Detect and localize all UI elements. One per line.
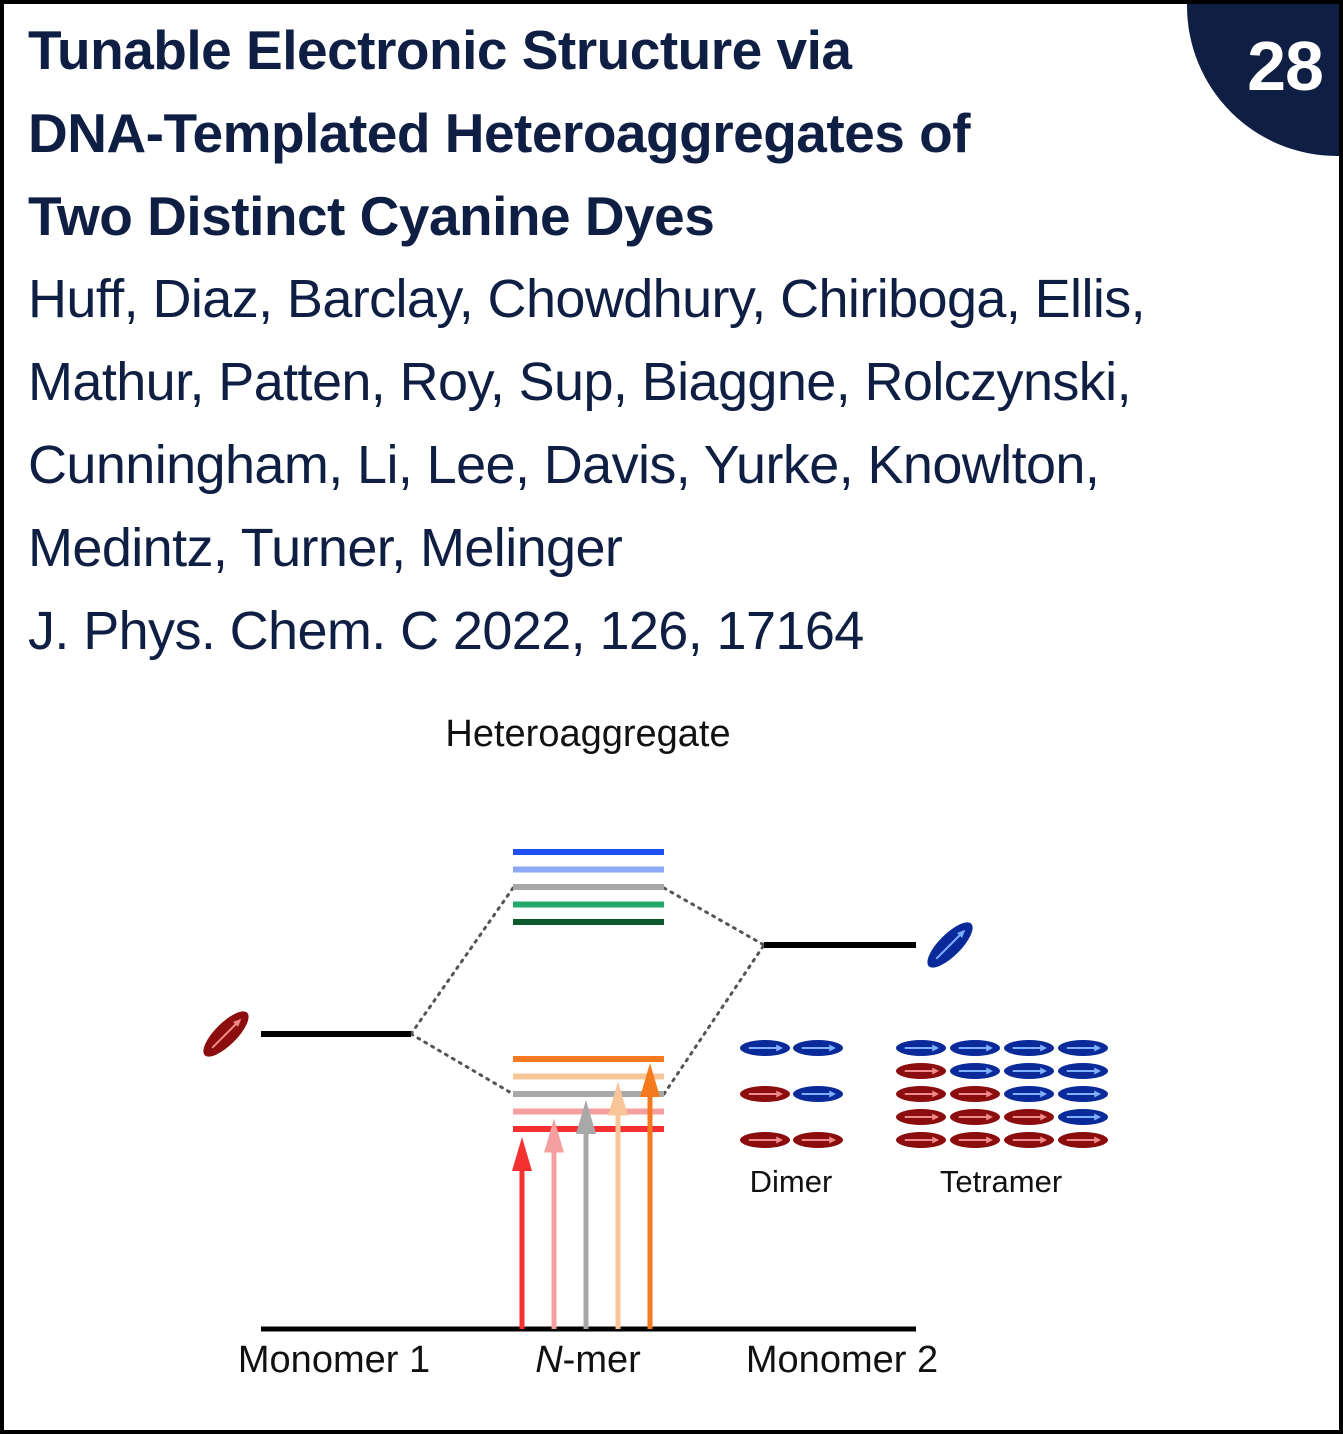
dimer-dye xyxy=(793,1086,843,1102)
tetramer-dye xyxy=(1004,1132,1054,1148)
tetramer-dye xyxy=(1058,1132,1108,1148)
transition-dipole-arrow-icon xyxy=(211,1022,238,1049)
dipole-arrowhead xyxy=(1040,1136,1047,1144)
transition-dipole-arrow-icon xyxy=(935,933,962,960)
dipole-arrowhead xyxy=(776,1090,783,1098)
tetramer-dye xyxy=(950,1132,1000,1148)
dipole-arrowhead xyxy=(1040,1067,1047,1075)
dipole-arrowhead xyxy=(1094,1090,1101,1098)
nmer-levels xyxy=(513,849,664,1132)
dipole-arrowhead xyxy=(932,1044,939,1052)
label-nmer-n: N xyxy=(535,1339,563,1381)
authors-line-3: Cunningham, Li, Lee, Davis, Yurke, Knowl… xyxy=(28,435,1100,495)
dotted-line xyxy=(662,943,766,1096)
citation: J. Phys. Chem. C 2022, 126, 17164 xyxy=(28,601,864,661)
label-nmer: N-mer xyxy=(535,1339,641,1381)
dipole-arrowhead xyxy=(932,1067,939,1075)
transition-arrow-head xyxy=(512,1137,532,1171)
dipole-arrowhead xyxy=(986,1090,993,1098)
tetramer-dye xyxy=(896,1109,946,1125)
tetramer-dye xyxy=(1058,1109,1108,1125)
dipole-arrowhead xyxy=(829,1136,836,1144)
dipole-arrowhead xyxy=(986,1044,993,1052)
energy-level-diagram: Heteroaggregate Monomer 1 N-mer Monomer … xyxy=(203,713,1108,1381)
tetramer-dye xyxy=(950,1040,1000,1056)
tetramer-dye xyxy=(1004,1086,1054,1102)
monomer2-dye xyxy=(927,922,973,968)
label-monomer1: Monomer 1 xyxy=(238,1339,430,1381)
dipole-arrowhead xyxy=(932,1090,939,1098)
dipole-arrowhead xyxy=(986,1113,993,1121)
tetramer-dye xyxy=(1058,1063,1108,1079)
tetramer-dye xyxy=(896,1040,946,1056)
dotted-line xyxy=(662,886,766,947)
dipole-arrowhead xyxy=(1040,1090,1047,1098)
dipole-arrowhead xyxy=(829,1044,836,1052)
dimer-dye xyxy=(793,1040,843,1056)
tetramer-dye xyxy=(1004,1063,1054,1079)
authors-line-2: Mathur, Patten, Roy, Sup, Biaggne, Rolcz… xyxy=(28,352,1132,412)
dipole-arrowhead xyxy=(1040,1113,1047,1121)
badge-number: 28 xyxy=(1247,27,1324,105)
monomer1-dye xyxy=(203,1011,249,1057)
transition-arrow-head xyxy=(544,1118,564,1153)
dipole-arrowhead xyxy=(1040,1044,1047,1052)
dipole-arrowhead xyxy=(986,1136,993,1144)
dipole-arrowhead xyxy=(829,1090,836,1098)
dipole-arrowhead xyxy=(1094,1113,1101,1121)
tetramer-dye xyxy=(1058,1086,1108,1102)
title-line-3: Two Distinct Cyanine Dyes xyxy=(28,185,715,247)
dipole-arrowhead xyxy=(1094,1067,1101,1075)
dipole-arrowhead xyxy=(932,1113,939,1121)
dye-glyphs xyxy=(203,922,1108,1148)
dotted-line xyxy=(409,1032,515,1096)
dipole-arrowhead xyxy=(1094,1044,1101,1052)
dipole-arrowhead xyxy=(776,1044,783,1052)
authors-line-1: Huff, Diaz, Barclay, Chowdhury, Chiribog… xyxy=(28,269,1146,329)
title-line-2: DNA-Templated Heteroaggregates of xyxy=(28,102,971,164)
tetramer-dye xyxy=(896,1063,946,1079)
tetramer-dye xyxy=(1058,1040,1108,1056)
diagram-title: Heteroaggregate xyxy=(445,713,730,755)
dimer-dye xyxy=(740,1040,790,1056)
dipole-arrowhead xyxy=(932,1136,939,1144)
dimer-dye xyxy=(793,1132,843,1148)
transition-arrows xyxy=(512,1063,660,1329)
tetramer-dye xyxy=(1004,1040,1054,1056)
dipole-arrowhead xyxy=(776,1136,783,1144)
tetramer-dye xyxy=(950,1086,1000,1102)
tetramer-dye xyxy=(896,1086,946,1102)
tetramer-dye xyxy=(1004,1109,1054,1125)
transition-arrow-head xyxy=(640,1063,660,1097)
transition-arrow-head xyxy=(608,1081,628,1116)
title-line-1: Tunable Electronic Structure via xyxy=(28,19,852,81)
dimer-dye xyxy=(740,1132,790,1148)
label-nmer-rest: -mer xyxy=(563,1339,641,1381)
label-tetramer: Tetramer xyxy=(940,1164,1062,1199)
dipole-arrowhead xyxy=(1094,1136,1101,1144)
dipole-arrowhead xyxy=(233,1018,242,1027)
dotted-line xyxy=(409,886,515,1036)
correlation-lines xyxy=(409,886,766,1096)
dipole-arrowhead xyxy=(957,929,966,938)
tetramer-dye xyxy=(950,1063,1000,1079)
tetramer-dye xyxy=(896,1132,946,1148)
tetramer-dye xyxy=(950,1109,1000,1125)
transition-arrow-head xyxy=(576,1100,596,1134)
dipole-arrowhead xyxy=(986,1067,993,1075)
authors-line-4: Medintz, Turner, Melinger xyxy=(28,518,623,578)
label-dimer: Dimer xyxy=(750,1164,833,1199)
dimer-dye xyxy=(740,1086,790,1102)
label-monomer2: Monomer 2 xyxy=(746,1339,938,1381)
